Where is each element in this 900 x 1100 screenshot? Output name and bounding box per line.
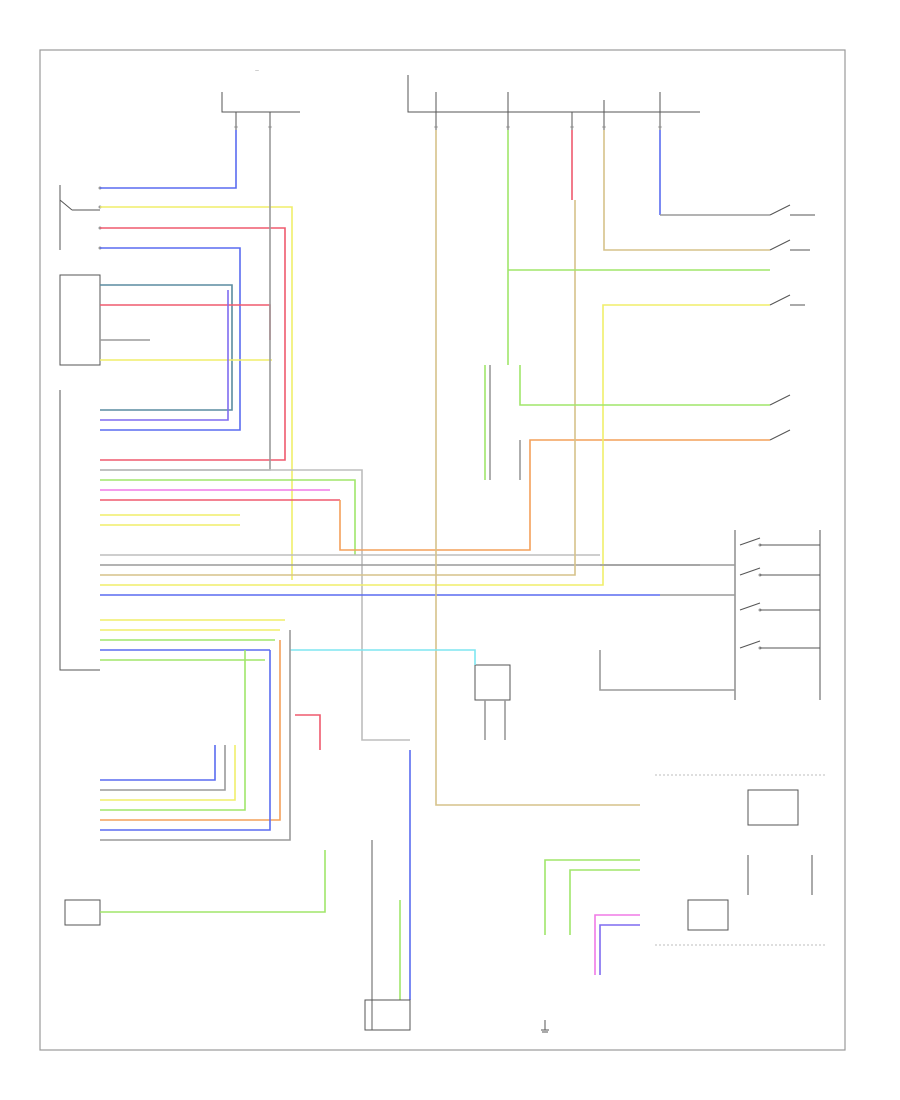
wire-pcm-green-1 bbox=[100, 479, 356, 555]
wire-green-stop bbox=[519, 365, 770, 406]
powertrain-control-module bbox=[59, 274, 101, 671]
wire-gray-cruise-3 bbox=[599, 650, 735, 691]
wire-gray-2 bbox=[100, 130, 271, 471]
fuse-right bbox=[658, 92, 662, 130]
fuse-left: — bbox=[221, 68, 300, 130]
wire-green-trans bbox=[100, 850, 326, 913]
fuse-middle-2 bbox=[570, 100, 606, 130]
wire-red-small bbox=[295, 714, 321, 750]
clutch-switch bbox=[769, 204, 815, 251]
svg-text:—: — bbox=[255, 68, 259, 73]
electronic-unit-top-left bbox=[59, 185, 102, 250]
wire-yellow-1 bbox=[100, 206, 293, 580]
electronic-sensor-bottom-left bbox=[100, 630, 291, 841]
wire-green-bottom-right-2 bbox=[569, 869, 640, 935]
transmission-sensor bbox=[64, 899, 101, 926]
relay-box-right bbox=[747, 789, 813, 895]
diode-unit bbox=[687, 899, 729, 931]
wire-cyan-1 bbox=[100, 284, 233, 411]
wire-pink-bottom bbox=[594, 914, 640, 975]
wire-blue-2 bbox=[100, 247, 241, 431]
wire-tan-long bbox=[435, 130, 640, 806]
wire-pcm-yellow-4 bbox=[100, 304, 770, 586]
diagram-frame bbox=[39, 49, 846, 1051]
wire-red-1 bbox=[100, 227, 286, 461]
wire-pcm-orange bbox=[339, 439, 770, 551]
cruise-actuator bbox=[474, 664, 511, 701]
stop-lamp-switch bbox=[769, 294, 805, 306]
wire-tan-top bbox=[603, 130, 770, 251]
data-link-connector bbox=[364, 999, 411, 1031]
wire-cyan-actuator bbox=[290, 649, 476, 665]
fuse-middle-1 bbox=[407, 75, 700, 130]
brake-switch bbox=[769, 394, 791, 441]
wire-pcm-gray bbox=[100, 469, 410, 741]
cruise-control-switch bbox=[734, 530, 821, 700]
wire-red-2 bbox=[100, 304, 271, 340]
ground-symbol bbox=[541, 1020, 549, 1033]
wire-blue-1 bbox=[100, 130, 237, 189]
wire-green-bottom-right bbox=[544, 859, 640, 935]
wire-blue-3 bbox=[100, 290, 229, 421]
wire-pcm-tan bbox=[100, 200, 576, 576]
wire-purple-bottom bbox=[599, 924, 640, 975]
